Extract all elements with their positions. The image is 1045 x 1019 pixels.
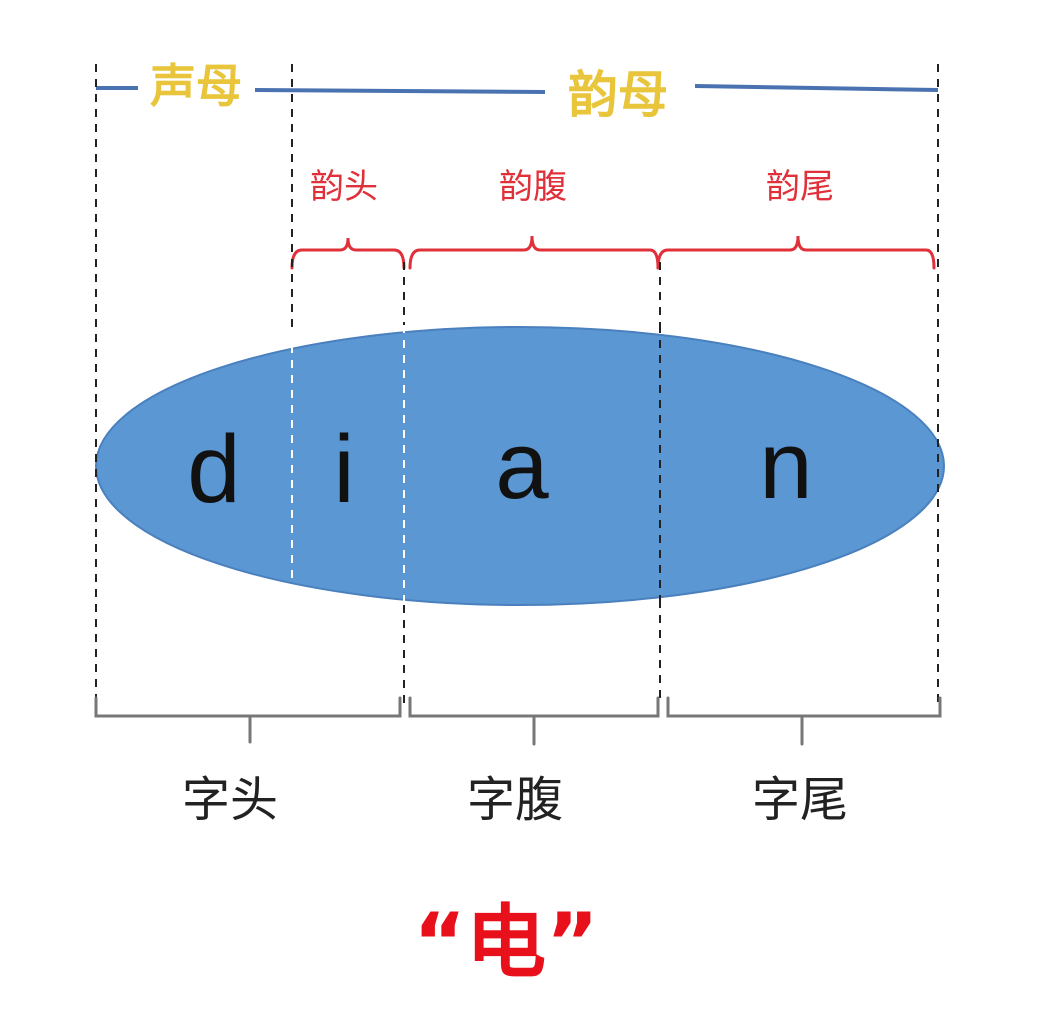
letter-a: a bbox=[495, 412, 549, 519]
final-belly-label: 韵腹 bbox=[499, 167, 567, 207]
example-character: “电” bbox=[413, 896, 598, 989]
character-belly-brace bbox=[408, 696, 660, 746]
final-part-braces bbox=[290, 235, 936, 270]
character-head-label: 字头 bbox=[182, 772, 278, 828]
letter-i: i bbox=[333, 416, 354, 523]
initial-final-span-line bbox=[254, 88, 546, 94]
final-belly-brace bbox=[408, 235, 660, 270]
top-span-lines bbox=[96, 84, 939, 94]
character-belly-label: 字腹 bbox=[467, 772, 563, 828]
final-label: 韵母 bbox=[568, 66, 668, 124]
character-tail-brace bbox=[666, 696, 942, 746]
dashed-guides bbox=[95, 64, 939, 705]
final-head-brace bbox=[290, 237, 406, 270]
final-head-label: 韵头 bbox=[310, 167, 378, 207]
character-head-brace bbox=[94, 696, 402, 744]
final-tail-label: 韵尾 bbox=[766, 167, 834, 207]
final-span-line-right bbox=[694, 84, 939, 92]
syllable-ellipse bbox=[95, 326, 945, 606]
character-tail-label: 字尾 bbox=[752, 772, 848, 828]
character-part-braces bbox=[94, 696, 942, 746]
letter-d: d bbox=[187, 416, 240, 523]
final-tail-brace bbox=[656, 235, 936, 270]
letter-n: n bbox=[759, 412, 812, 519]
initial-label: 声母 bbox=[150, 59, 242, 113]
